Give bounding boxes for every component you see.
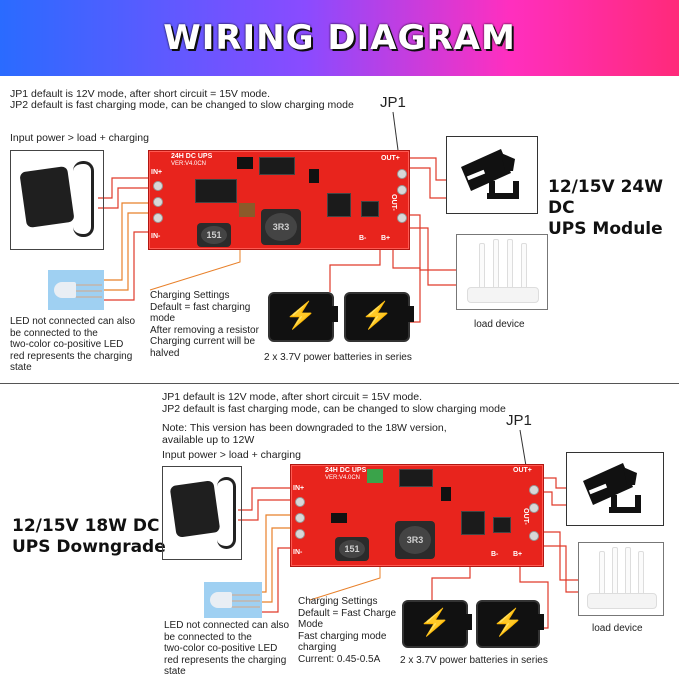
board-model-label: 24H DC UPS — [325, 467, 367, 474]
board-chip — [195, 179, 237, 203]
top-module-title: 12/15V 24W DC UPS Module — [548, 177, 664, 239]
top-note-jp1: JP1 default is 12V mode, after short cir… — [10, 88, 271, 100]
top-jp1-label: JP1 — [380, 94, 406, 111]
board-chip — [493, 517, 511, 533]
board-b-minus-label: B- — [491, 551, 499, 558]
top-ups-board: 24H DC UPS VER:V4.0CN IN+ IN- OUT+ OUT- … — [148, 150, 410, 250]
lightning-bolt-icon: ⚡ — [284, 300, 318, 330]
inductor-3r3: 3R3 — [395, 521, 435, 559]
bottom-downgrade-note: Note: This version has been downgraded t… — [162, 422, 447, 446]
board-in-minus-label: IN- — [293, 549, 303, 556]
top-power-adapter-frame — [10, 150, 104, 250]
board-out-plus-label: OUT+ — [381, 155, 400, 162]
board-in-plus-label: IN+ — [293, 485, 305, 492]
board-chip — [461, 511, 485, 535]
bottom-input-label: Input power > load + charging — [162, 449, 301, 461]
battery-1: ⚡ — [268, 292, 334, 342]
board-in-plus-label: IN+ — [151, 169, 163, 176]
top-charging-settings: Charging Settings Default = fast chargin… — [150, 290, 259, 359]
bottom-led-frame — [204, 582, 262, 618]
bottom-note-jp1: JP1 default is 12V mode, after short cir… — [162, 391, 423, 403]
top-note-jp2: JP2 default is fast charging mode, can b… — [10, 99, 354, 111]
security-camera-icon — [583, 463, 641, 513]
power-adapter-icon — [169, 480, 221, 538]
led-icon — [210, 592, 232, 608]
board-in-minus-label: IN- — [151, 233, 161, 240]
bottom-load-label: load device — [592, 623, 643, 634]
inductor-3r3: 3R3 — [261, 209, 301, 245]
top-led-frame — [48, 270, 104, 310]
board-chip — [361, 201, 379, 217]
section-divider — [0, 383, 679, 384]
bottom-camera-box — [566, 452, 664, 526]
board-chip — [327, 193, 351, 217]
board-out-minus-label: OUT- — [521, 508, 529, 525]
battery-2: ⚡ — [344, 292, 410, 342]
board-chip — [259, 157, 295, 175]
bottom-led-note: LED not connected can also be connected … — [164, 620, 290, 677]
bottom-power-adapter-frame — [162, 466, 242, 560]
board-version-label: VER:V4.0CN — [325, 475, 361, 481]
board-b-plus-label: B+ — [381, 235, 391, 242]
bottom-ups-board: 24H DC UPS VER:V4.0CN IN+ IN- OUT+ OUT- … — [290, 464, 544, 567]
bottom-module-title: 12/15V 18W DC UPS Downgrade — [12, 516, 166, 557]
board-b-plus-label: B+ — [513, 551, 523, 558]
inductor-151: 151 — [197, 223, 231, 247]
bottom-jp1-label: JP1 — [506, 412, 532, 429]
bottom-charging-settings: Charging Settings Default = Fast Charge … — [298, 596, 397, 665]
bottom-batteries-label: 2 x 3.7V power batteries in series — [400, 655, 548, 666]
title-banner — [0, 0, 679, 76]
top-batteries-label: 2 x 3.7V power batteries in series — [264, 352, 412, 363]
lightning-bolt-icon: ⚡ — [418, 607, 452, 637]
page-title: WIRING DIAGRAM — [163, 18, 516, 58]
bottom-note-jp2: JP2 default is fast charging mode, can b… — [162, 403, 506, 415]
board-b-minus-label: B- — [359, 235, 367, 242]
battery-2: ⚡ — [476, 600, 540, 648]
adapter-cable-icon — [217, 477, 236, 549]
battery-1: ⚡ — [402, 600, 468, 648]
inductor-151: 151 — [335, 537, 369, 561]
top-camera-box — [446, 136, 538, 214]
router-icon — [587, 593, 657, 609]
adapter-cable-icon — [73, 161, 94, 237]
bottom-load-device-box — [578, 542, 664, 616]
lightning-bolt-icon: ⚡ — [491, 607, 525, 637]
board-out-minus-label: OUT- — [389, 194, 397, 211]
top-input-label: Input power > load + charging — [10, 132, 149, 144]
board-chip — [399, 469, 433, 487]
board-out-plus-label: OUT+ — [513, 467, 532, 474]
router-icon — [467, 287, 539, 303]
power-adapter-icon — [19, 165, 75, 229]
board-model-label: 24H DC UPS — [171, 153, 213, 160]
led-icon — [54, 282, 76, 298]
security-camera-icon — [461, 149, 519, 199]
lightning-bolt-icon: ⚡ — [360, 300, 394, 330]
board-version-label: VER:V4.0CN — [171, 161, 207, 167]
top-load-device-box — [456, 234, 548, 310]
board-green-component — [367, 469, 383, 483]
top-load-label: load device — [474, 319, 525, 330]
top-led-note: LED not connected can also be connected … — [10, 316, 136, 373]
